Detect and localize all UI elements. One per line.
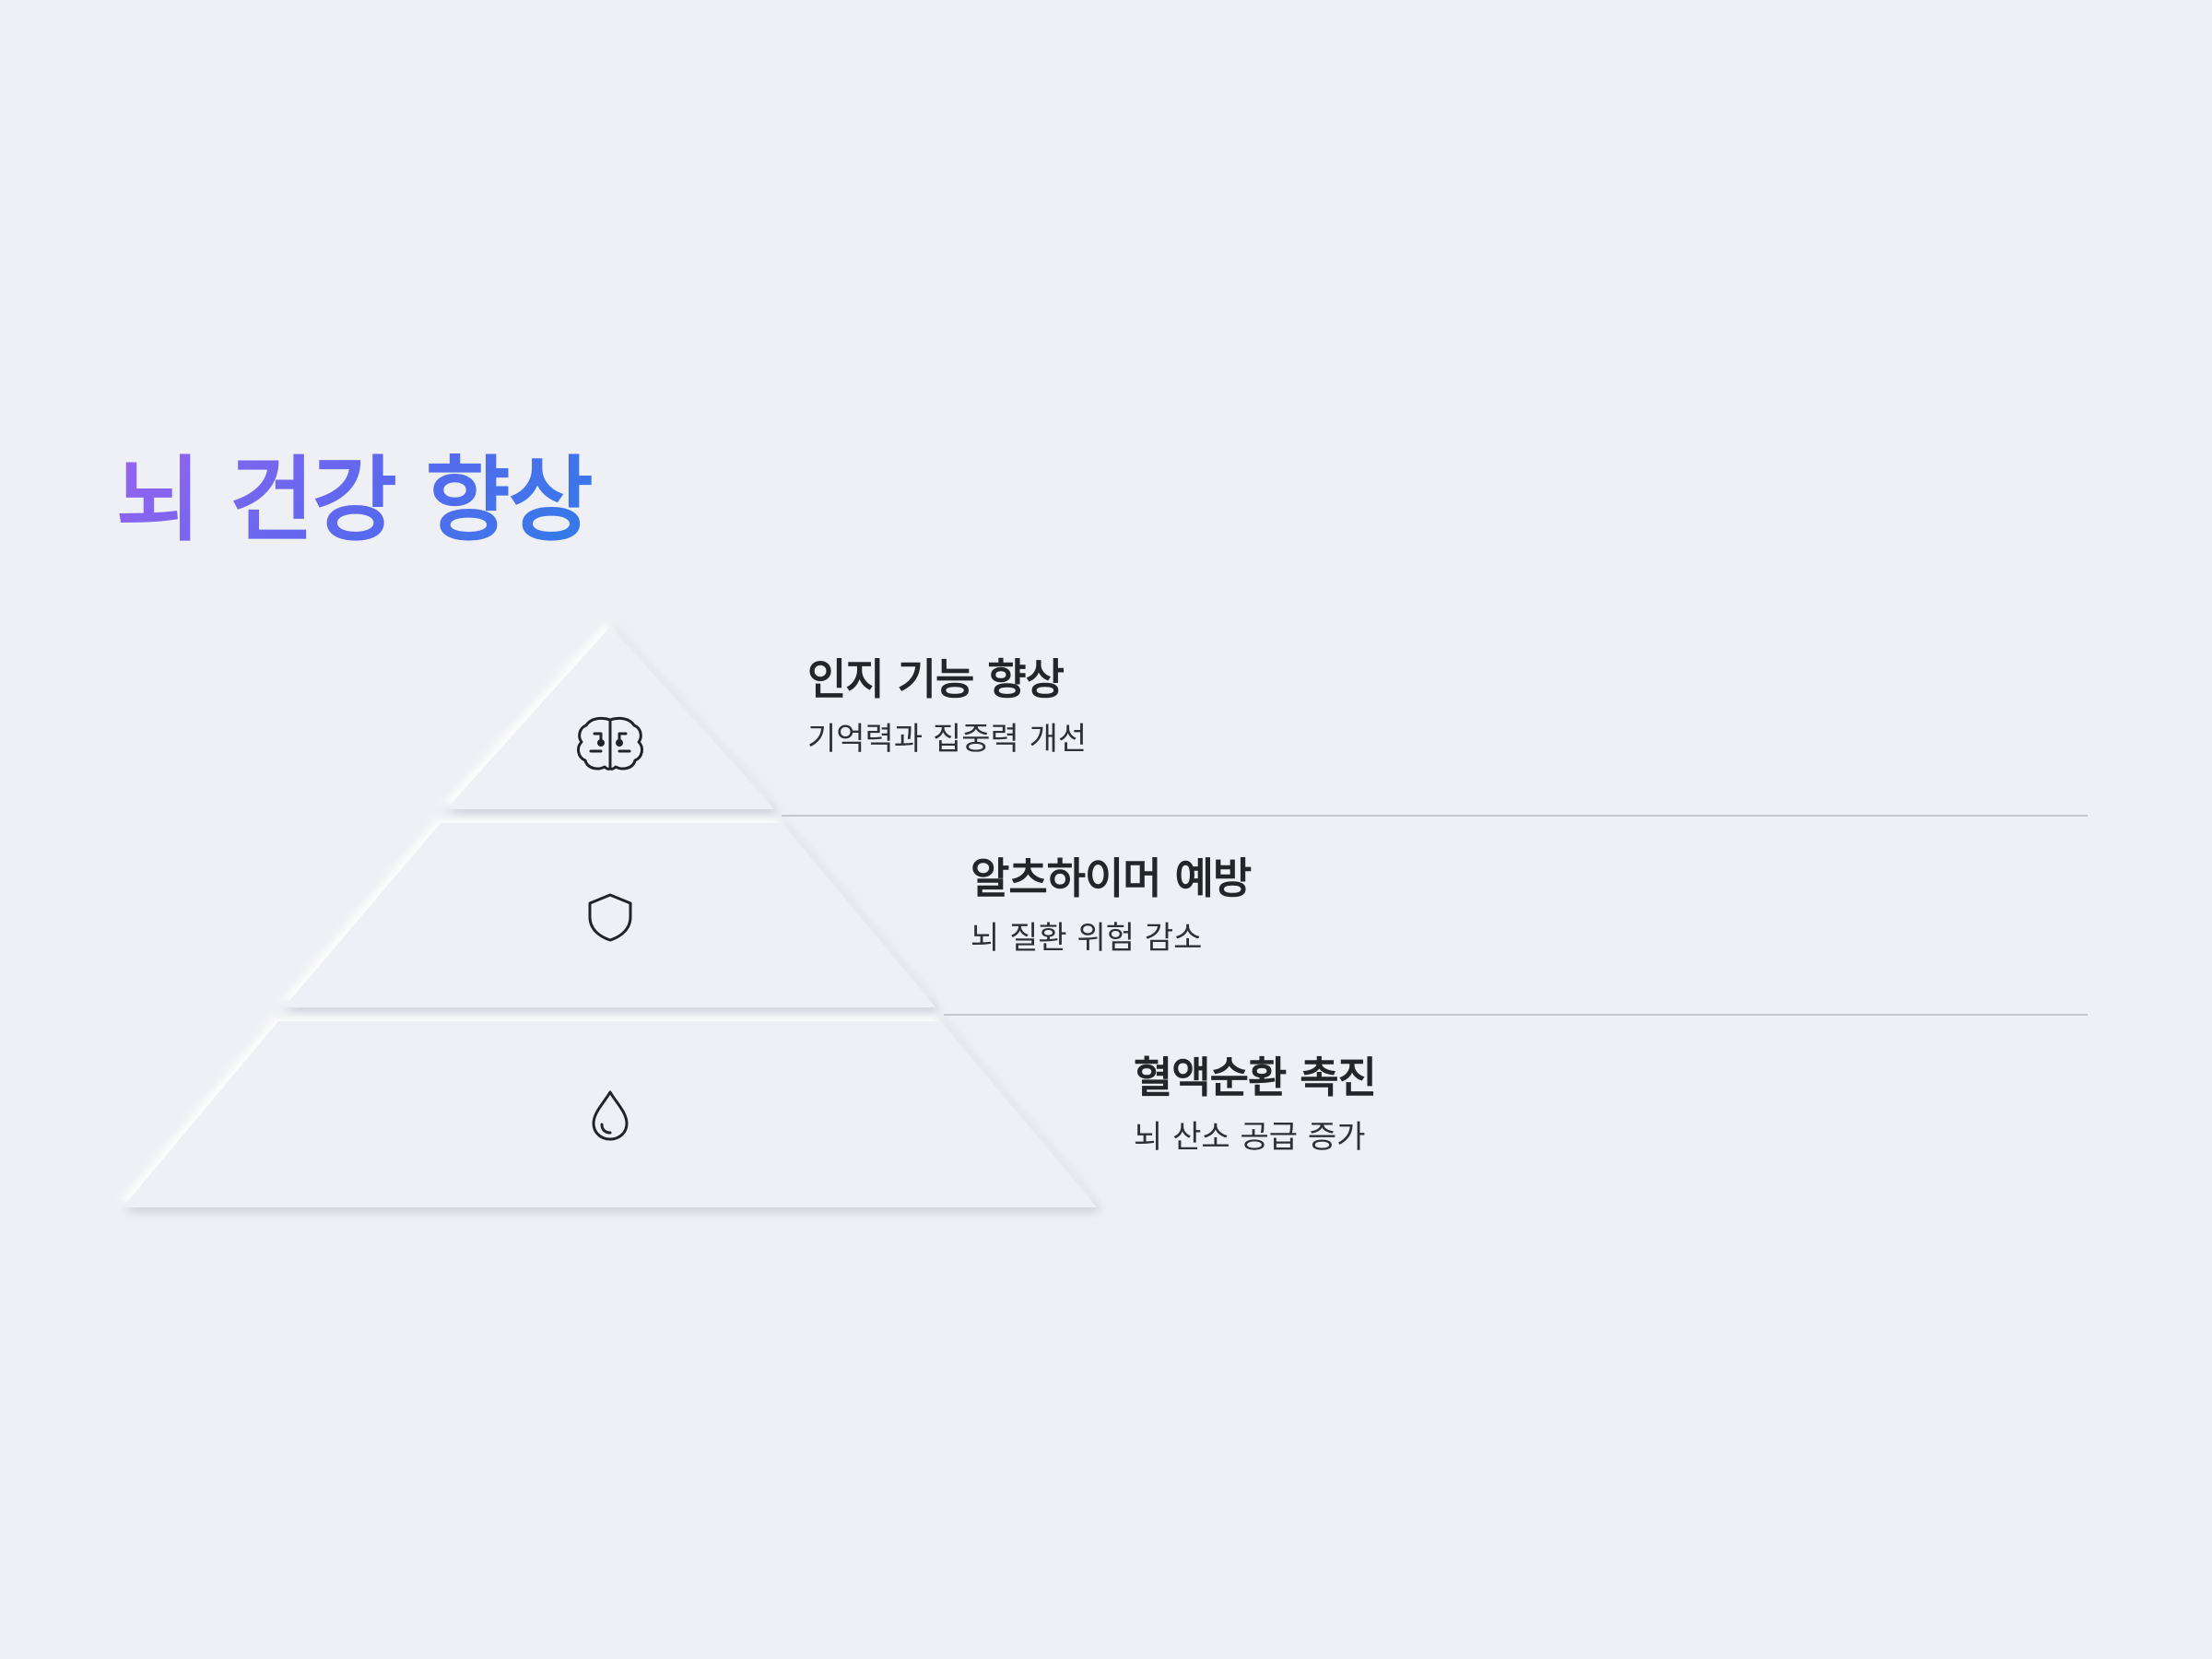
layer-description: 기억력과 집중력 개선	[807, 721, 1088, 758]
pyramid-tier-top	[446, 627, 774, 809]
droplet-icon	[592, 1090, 629, 1141]
pyramid-tier-middle	[284, 823, 935, 1007]
tier-divider-1	[782, 815, 2088, 817]
layer-heading: 인지 기능 향상	[807, 654, 1065, 704]
layer-description: 뇌 산소 공급 증가	[1134, 1119, 1366, 1156]
pyramid-tier-bottom	[123, 1021, 1097, 1207]
shield-icon	[588, 893, 632, 942]
brain-icon	[577, 716, 643, 771]
layer-label-1: 인지 기능 향상 기억력과 집중력 개선	[807, 651, 1087, 761]
page-title: 뇌 건강 향상	[116, 441, 594, 560]
layer-label-3: 혈액순환 촉진 뇌 산소 공급 증가	[1134, 1049, 1377, 1159]
tier-divider-2	[944, 1014, 2088, 1016]
layer-heading: 혈액순환 촉진	[1134, 1053, 1377, 1102]
layer-heading: 알츠하이머 예방	[971, 853, 1252, 903]
layer-label-2: 알츠하이머 예방 뇌 질환 위험 감소	[971, 850, 1252, 960]
layer-description: 뇌 질환 위험 감소	[971, 920, 1203, 957]
